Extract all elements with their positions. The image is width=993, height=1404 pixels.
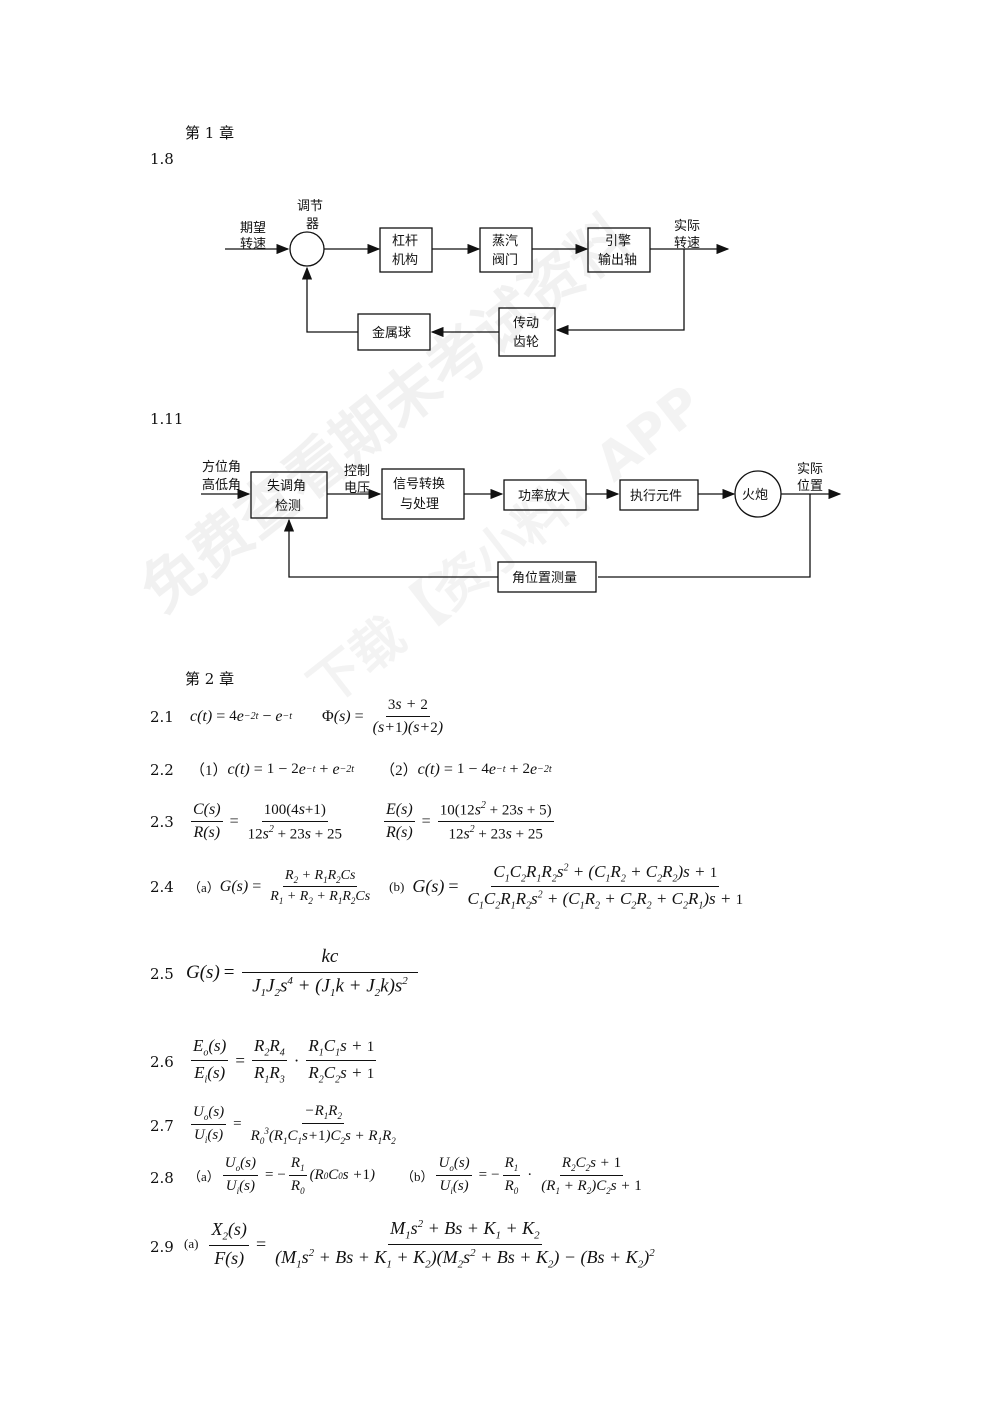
option-a: （a） — [188, 1169, 220, 1184]
block-valve — [479, 227, 533, 273]
label-desired: 期望 — [240, 220, 266, 236]
block-power — [503, 479, 587, 511]
label-input: 方位角 — [202, 459, 241, 475]
block-text: 角位置测量 — [512, 571, 577, 586]
label-actual: 转速 — [674, 236, 700, 251]
equation-2-3: C(s)R(s)= 100(4s+1)12s2 + 23s + 25 E(s)R… — [191, 800, 554, 843]
problem-1-8-label: 1.8 — [150, 150, 174, 168]
problem-label: 2.7 — [150, 1117, 174, 1135]
chapter-2-title: 第 2 章 — [185, 670, 235, 688]
problem-label: 2.8 — [150, 1169, 174, 1187]
option-1: （1） — [190, 763, 228, 779]
option-b: （b） — [400, 1169, 434, 1184]
problem-label: 2.3 — [150, 813, 174, 831]
block-text: 与处理 — [400, 497, 439, 512]
block-text: 机构 — [392, 253, 418, 268]
block-text: 信号转换 — [393, 477, 445, 492]
summing-junction — [289, 231, 325, 267]
block-lever — [379, 227, 433, 273]
label-regulator: 调节 — [297, 199, 323, 214]
block-text: 传动 — [513, 316, 539, 331]
chapter-1-title: 第 1 章 — [185, 124, 235, 142]
block-text: 齿轮 — [513, 335, 539, 350]
block-text: 执行元件 — [630, 489, 682, 504]
problem-label: 2.5 — [150, 965, 174, 983]
block-text: 功率放大 — [518, 488, 570, 504]
label-input: 高低角 — [202, 477, 241, 493]
label-desired: 转速 — [240, 237, 266, 252]
label-control: 控制 — [344, 464, 370, 479]
block-text: 杠杆 — [392, 233, 418, 249]
problem-label: 2.4 — [150, 878, 174, 896]
label-control: 电压 — [344, 481, 370, 496]
block-actuator — [619, 479, 699, 511]
block-text: 检测 — [275, 499, 301, 514]
label-actual: 实际 — [674, 219, 700, 234]
problem-label: 2.6 — [150, 1053, 174, 1071]
block-text: 火炮 — [742, 488, 768, 503]
problem-label: 2.1 — [150, 708, 174, 726]
label-regulator: 器 — [306, 217, 319, 232]
problem-label: 2.9 — [150, 1238, 174, 1256]
label-output: 位置 — [797, 479, 823, 494]
equation-2-9: (a) X2(s)F(s)= M1s2 + Bs + K1 + K2(M1s2 … — [184, 1218, 655, 1271]
option-a: (a) — [184, 1236, 199, 1252]
block-text: 阀门 — [492, 253, 518, 268]
block-detect — [250, 471, 328, 519]
option-a: （a） — [188, 880, 220, 896]
block-text: 蒸汽 — [492, 234, 518, 249]
block-text: 金属球 — [372, 325, 411, 341]
block-engine — [587, 227, 651, 273]
option-b: (b) — [389, 878, 405, 894]
label-output: 实际 — [797, 462, 823, 477]
block-text: 失调角 — [267, 479, 306, 494]
problem-1-11-label: 1.11 — [150, 410, 184, 428]
block-text: 输出轴 — [598, 252, 637, 268]
block-text: 引擎 — [605, 234, 631, 249]
problem-label: 2.2 — [150, 761, 174, 779]
option-2: （2） — [380, 763, 418, 779]
